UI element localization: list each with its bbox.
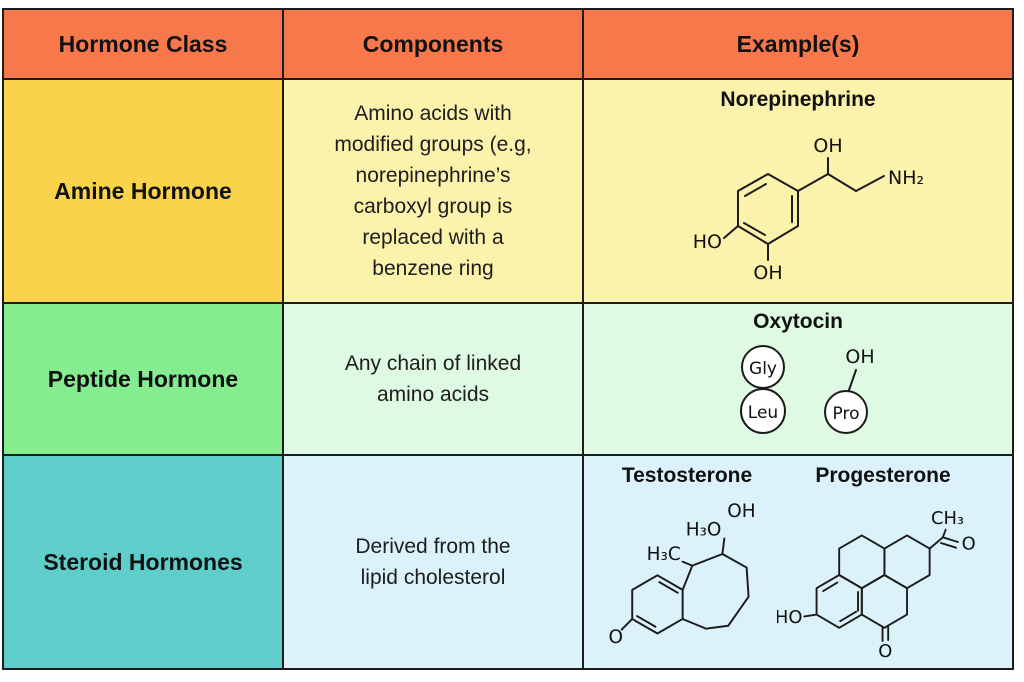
steroid-examples: Testosterone O H₃C H₃O: [584, 464, 1012, 660]
row-steroid-example-cell: Testosterone O H₃C H₃O: [584, 456, 1012, 668]
double-bond: [636, 615, 657, 628]
oxytocin-structure: Gly Leu Pro OH: [740, 345, 875, 434]
row-amine-components-cell: Amino acids with modified groups (e.g, n…: [284, 80, 582, 302]
ring: [860, 574, 908, 629]
o-right-label: O: [962, 534, 976, 555]
double-bond: [744, 183, 767, 197]
steroid-components-text: Derived from the lipid cholesterol: [355, 535, 511, 589]
oh-top-label: OH: [813, 135, 842, 157]
gly-label: Gly: [749, 359, 777, 379]
peptide-hormone-label: Peptide Hormone: [47, 365, 239, 392]
oh-label: OH: [845, 346, 874, 368]
pro-label: Pro: [833, 404, 860, 424]
bond: [681, 560, 694, 567]
norepinephrine-structure: OH NH₂ HO OH: [693, 135, 924, 284]
bond: [721, 537, 726, 555]
double-bond: [941, 536, 959, 543]
double-bond: [743, 222, 766, 236]
bond: [941, 528, 947, 539]
double-bond: [658, 581, 679, 594]
ring: [883, 534, 931, 590]
row-amine-label-cell: Amine Hormone: [4, 80, 282, 302]
header-hormone-class: Hormone Class: [4, 10, 282, 78]
testosterone-block: Testosterone O H₃C H₃O: [607, 464, 767, 650]
oxytocin-title: Oxytocin: [753, 310, 843, 333]
ring: [815, 574, 863, 629]
ho-label: HO: [777, 607, 802, 628]
ring: [838, 534, 886, 590]
header-examples-label: Example(s): [736, 30, 860, 57]
bond: [620, 618, 634, 631]
steroid-hormones-label: Steroid Hormones: [43, 548, 243, 575]
leu-label: Leu: [748, 403, 778, 423]
bond: [797, 173, 829, 192]
header-components: Components: [284, 10, 582, 78]
ring: [681, 553, 750, 630]
bond: [723, 225, 739, 239]
bond: [855, 175, 885, 192]
amine-hormone-label: Amine Hormone: [54, 177, 232, 204]
row-amine-example-cell: Norepinephrine OH NH₂ HO OH: [584, 80, 1012, 302]
ring: [631, 574, 684, 635]
row-steroid-components-cell: Derived from the lipid cholesterol: [284, 456, 582, 668]
bond: [803, 613, 818, 618]
row-peptide-example-cell: Oxytocin Gly Leu Pro OH: [584, 304, 1012, 454]
bond: [928, 536, 944, 550]
peptide-components-text: Any chain of linked amino acids: [344, 352, 522, 406]
progesterone-block: Progesterone HO: [777, 464, 989, 660]
bond: [848, 369, 857, 391]
ch3-label: CH₃: [931, 508, 964, 529]
progesterone-title: Progesterone: [815, 464, 951, 487]
amine-components-text: Amino acids with modified groups (e.g, n…: [334, 102, 532, 280]
header-hormone-class-label: Hormone Class: [58, 30, 228, 57]
oh-label: OH: [727, 501, 755, 522]
row-peptide-components-cell: Any chain of linked amino acids: [284, 304, 582, 454]
double-bond: [839, 610, 858, 623]
ho-label: HO: [693, 231, 722, 253]
double-bond: [822, 581, 839, 592]
benzene-ring: [737, 173, 799, 245]
pro-residue-circle: [824, 390, 868, 434]
nh2-label: NH₂: [888, 167, 924, 189]
double-bond: [940, 542, 957, 549]
o-label: O: [608, 627, 623, 648]
oh-bottom-label: OH: [753, 262, 782, 284]
h3c-label: H₃C: [647, 544, 681, 565]
progesterone-structure: HO O CH₃ O: [777, 508, 976, 660]
leu-residue-circle: [740, 388, 786, 434]
testosterone-structure: O H₃C H₃O OH: [608, 501, 755, 648]
row-steroid-label-cell: Steroid Hormones: [4, 456, 282, 668]
header-examples: Example(s): [584, 10, 1012, 78]
hormone-table: Hormone Class Components Example(s) Amin…: [2, 8, 1014, 670]
testosterone-title: Testosterone: [621, 464, 753, 487]
h3o-label: H₃O: [686, 520, 722, 541]
norepinephrine-title: Norepinephrine: [720, 88, 876, 111]
o-bottom-label: O: [878, 641, 892, 660]
header-components-label: Components: [362, 30, 504, 57]
row-peptide-label-cell: Peptide Hormone: [4, 304, 282, 454]
bond: [827, 173, 857, 192]
